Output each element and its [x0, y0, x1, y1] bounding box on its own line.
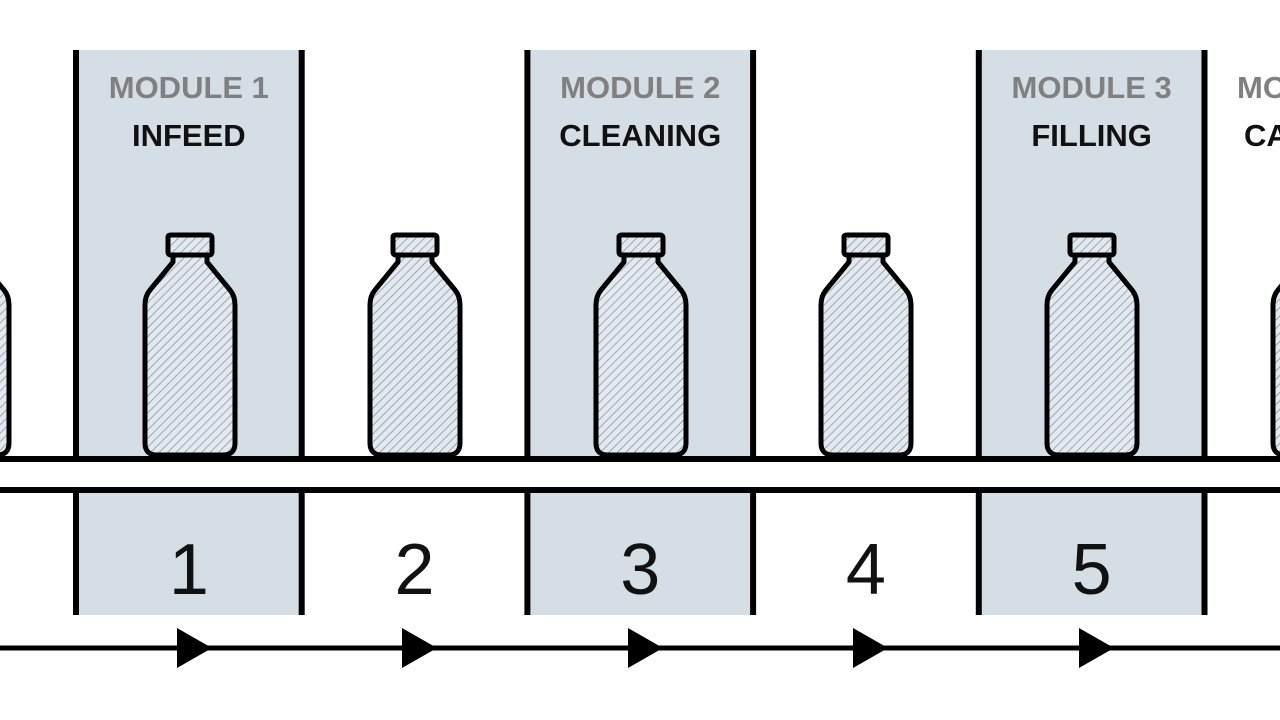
bottle-cap-icon	[616, 232, 666, 258]
bottle-icon	[0, 281, 12, 458]
arrowhead-icon	[177, 628, 212, 668]
arrowhead-icon	[853, 628, 888, 668]
arrowhead-icon	[402, 628, 437, 668]
module-name-label: FILLING	[1031, 118, 1152, 153]
module-name-label: INFEED	[132, 118, 246, 153]
position-number: 2	[395, 530, 435, 610]
bottle-cap-icon	[1067, 232, 1117, 258]
arrowhead-icon	[1079, 628, 1114, 668]
bottle-cap-icon	[841, 232, 891, 258]
position-number: 1	[169, 530, 209, 610]
bottle-cap-icon	[165, 232, 215, 258]
position-number: 5	[1072, 530, 1112, 610]
bottle-icon	[1270, 283, 1280, 457]
position-number: 3	[620, 530, 660, 610]
module-name-label: CA	[1244, 118, 1280, 153]
position-number: 4	[846, 530, 886, 610]
module-number-label: MODULE 1	[109, 70, 269, 105]
bottle-icon	[142, 252, 238, 458]
bottle-icon	[593, 252, 689, 458]
arrowhead-icon	[628, 628, 663, 668]
bottle-icon	[1044, 252, 1140, 458]
module-name-label: CLEANING	[559, 118, 721, 153]
bottle-icon	[818, 252, 914, 458]
module-number-label: MODULE 3	[1012, 70, 1172, 105]
bottle-icon	[367, 252, 463, 458]
module-position-cell	[527, 490, 754, 615]
module-position-cell	[978, 490, 1205, 615]
module-number-label: MODULE 2	[560, 70, 720, 105]
module-number-label: MO	[1237, 70, 1280, 105]
module-position-cell	[76, 490, 302, 615]
bottle-cap-icon	[390, 232, 440, 258]
